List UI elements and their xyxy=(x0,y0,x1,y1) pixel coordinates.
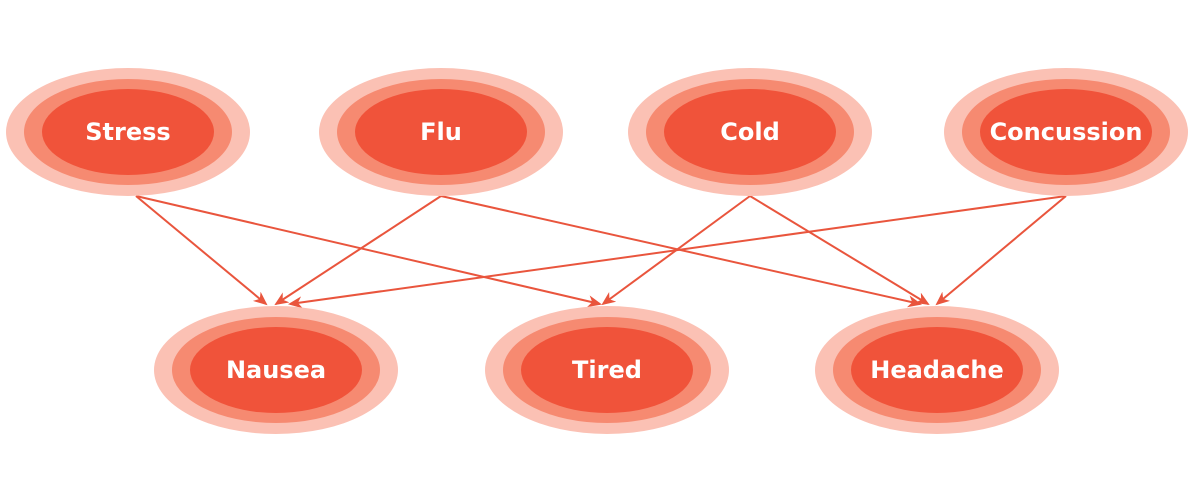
edges xyxy=(135,195,1067,309)
node-nausea: Nausea xyxy=(154,306,398,434)
node-nausea-inner-fill xyxy=(190,327,362,413)
node-cold: Cold xyxy=(628,68,872,196)
node-tired: Tired xyxy=(485,306,729,434)
node-cold-inner-fill xyxy=(664,89,836,175)
node-stress: Stress xyxy=(6,68,250,196)
node-stress-inner-fill xyxy=(42,89,214,175)
node-concussion: Concussion xyxy=(944,68,1188,196)
node-label-flu: Flu xyxy=(420,118,462,146)
node-label-cold: Cold xyxy=(720,118,780,146)
node-label-tired: Tired xyxy=(572,356,642,384)
node-concussion-inner-fill xyxy=(980,89,1152,175)
node-label-headache: Headache xyxy=(870,356,1004,384)
edge-concussion-to-nausea xyxy=(288,195,1067,309)
edge-stress-to-tired xyxy=(135,195,602,308)
node-label-stress: Stress xyxy=(85,118,170,146)
edge-concussion-to-headache xyxy=(935,195,1067,306)
node-tired-inner-fill xyxy=(521,327,693,413)
node-flu: Flu xyxy=(319,68,563,196)
node-label-nausea: Nausea xyxy=(226,356,326,384)
node-headache: Headache xyxy=(815,306,1059,434)
edge-stress-to-nausea xyxy=(135,195,268,306)
node-headache-inner-fill xyxy=(851,327,1023,413)
edge-flu-to-nausea xyxy=(274,195,442,306)
node-label-concussion: Concussion xyxy=(990,118,1143,146)
edge-cold-to-headache xyxy=(749,195,930,306)
node-flu-inner-fill xyxy=(355,89,527,175)
